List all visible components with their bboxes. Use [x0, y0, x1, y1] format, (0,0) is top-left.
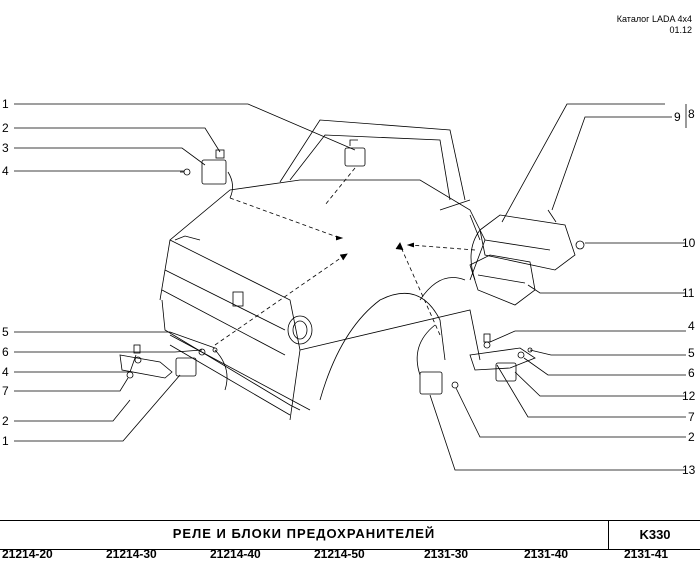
model-item: 21214-30 [106, 547, 157, 561]
callout-left-2: 2 [2, 121, 9, 135]
callout-left-5: 5 [2, 325, 9, 339]
page-title: РЕЛЕ И БЛОКИ ПРЕДОХРАНИТЕЛЕЙ [172, 526, 436, 541]
callout-right-7: 7 [688, 410, 695, 424]
callout-right-11: 11 [682, 286, 695, 300]
callout-right-13: 13 [682, 463, 696, 477]
callout-left-1: 1 [2, 97, 9, 111]
callout-left-10: 1 [2, 434, 9, 448]
leader-lines-right [429, 103, 686, 471]
car-outline [159, 119, 486, 421]
catalog-date: 01.12 [669, 25, 692, 35]
model-item: 2131-30 [424, 547, 469, 561]
model-item: 21214-20 [2, 547, 53, 561]
relay-diagram: 1 2 3 4 5 6 4 7 2 1 9 8 10 11 4 5 6 12 7… [2, 97, 696, 477]
relay-top-left [180, 149, 344, 241]
callout-right-5: 5 [688, 346, 695, 360]
catalog-header: Каталог LADA 4x4 01.12 [617, 14, 692, 36]
callout-right-8: 8 [688, 107, 695, 121]
page-code: K330 [608, 521, 700, 549]
callout-right-4: 4 [688, 319, 695, 333]
leader-lines-left [14, 103, 356, 442]
relay-top-center [324, 139, 366, 206]
model-item: 2131-40 [524, 547, 569, 561]
callout-left-7: 4 [2, 365, 9, 379]
callout-left-8: 7 [2, 384, 9, 398]
callout-left-6: 6 [2, 345, 9, 359]
callout-left-3: 3 [2, 141, 9, 155]
title-bar: РЕЛЕ И БЛОКИ ПРЕДОХРАНИТЕЛЕЙ K330 [0, 520, 700, 550]
model-list: 21214-20 21214-30 21214-40 21214-50 2131… [0, 547, 700, 567]
model-item: 2131-41 [624, 547, 669, 561]
callout-right-12: 12 [682, 389, 696, 403]
callout-left-4: 4 [2, 164, 9, 178]
callout-left-9: 2 [2, 414, 9, 428]
fuse-blocks [406, 209, 585, 306]
model-item: 21214-40 [210, 547, 261, 561]
callout-right-2: 2 [688, 430, 695, 444]
callout-right-6: 6 [688, 366, 695, 380]
model-item: 21214-50 [314, 547, 365, 561]
callout-right-9: 9 [674, 110, 681, 124]
catalog-name: Каталог LADA 4x4 [616, 14, 692, 24]
callout-numbers: 1 2 3 4 5 6 4 7 2 1 9 8 10 11 4 5 6 12 7… [2, 97, 696, 477]
relay-bottom-left [119, 253, 348, 391]
callout-right-10: 10 [682, 236, 696, 250]
relay-bottom-right [395, 242, 536, 395]
